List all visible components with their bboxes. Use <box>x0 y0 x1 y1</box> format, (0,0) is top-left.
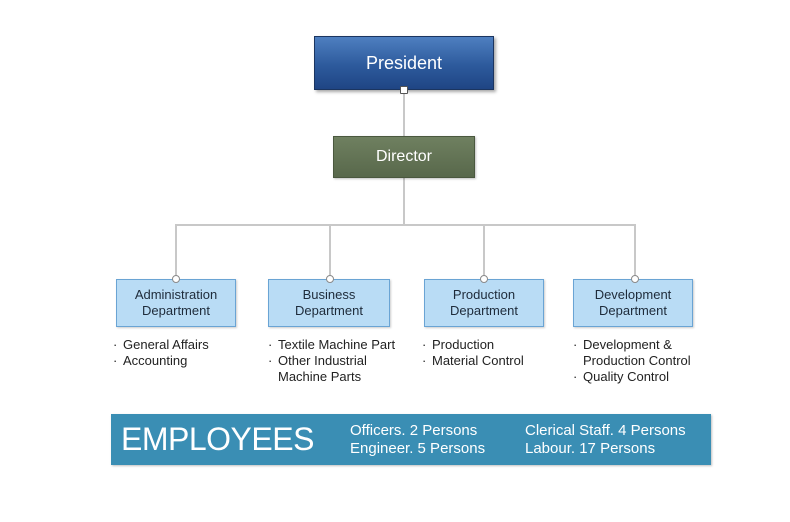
department-business: Business Department <box>268 279 390 327</box>
department-label: Department <box>142 303 210 318</box>
development-duties-list: ·Development & Production Control ·Quali… <box>573 337 691 385</box>
department-label: Business <box>302 287 356 302</box>
department-administration: Administration Department <box>116 279 236 327</box>
department-label: Department <box>450 303 518 318</box>
department-production: Production Department <box>424 279 544 327</box>
officers-count: Officers. 2 Persons <box>350 422 478 439</box>
list-item: ·Accounting <box>113 353 188 368</box>
list-item: ·Development & <box>573 337 672 352</box>
production-duties-list: ·Production ·Material Control <box>422 337 524 369</box>
branch-horizontal-line <box>175 224 636 226</box>
list-item: Machine Parts <box>278 369 362 384</box>
president-connector-dot <box>400 86 408 94</box>
list-item: ·Textile Machine Part <box>268 337 396 352</box>
administration-connector-dot <box>172 275 180 283</box>
branch-line-administration <box>175 224 177 279</box>
employees-banner: EMPLOYEES Officers. 2 Persons Engineer. … <box>111 414 711 465</box>
production-connector-dot <box>480 275 488 283</box>
business-connector-dot <box>326 275 334 283</box>
department-label: Department <box>295 303 363 318</box>
department-label: Administration <box>134 287 218 302</box>
director-box: Director <box>333 136 475 178</box>
list-item: ·General Affairs <box>113 337 209 352</box>
employees-title: EMPLOYEES <box>121 421 314 457</box>
business-duties-list: ·Textile Machine Part ·Other Industrial … <box>268 337 395 385</box>
director-label: Director <box>375 148 432 165</box>
labour-count: Labour. 17 Persons <box>525 440 656 457</box>
branch-line-production <box>483 224 485 279</box>
administration-duties-list: ·General Affairs ·Accounting <box>113 337 209 369</box>
engineer-count: Engineer. 5 Persons <box>350 440 486 457</box>
department-development: Development Department <box>573 279 693 327</box>
department-label: Production <box>452 287 516 302</box>
director-branch-line <box>403 178 405 225</box>
list-item: ·Quality Control <box>573 369 669 384</box>
department-label: Department <box>599 303 667 318</box>
president-box: President <box>314 36 494 90</box>
list-item: Production Control <box>583 353 691 368</box>
clerical-staff-count: Clerical Staff. 4 Persons <box>525 422 686 439</box>
branch-line-business <box>329 224 331 279</box>
department-label: Development <box>594 287 672 302</box>
president-label: President <box>365 52 443 73</box>
list-item: ·Other Industrial <box>268 353 367 368</box>
branch-line-development <box>634 224 636 279</box>
list-item: ·Material Control <box>422 353 524 368</box>
president-director-line <box>403 90 405 136</box>
development-connector-dot <box>631 275 639 283</box>
list-item: ·Production <box>422 337 495 352</box>
